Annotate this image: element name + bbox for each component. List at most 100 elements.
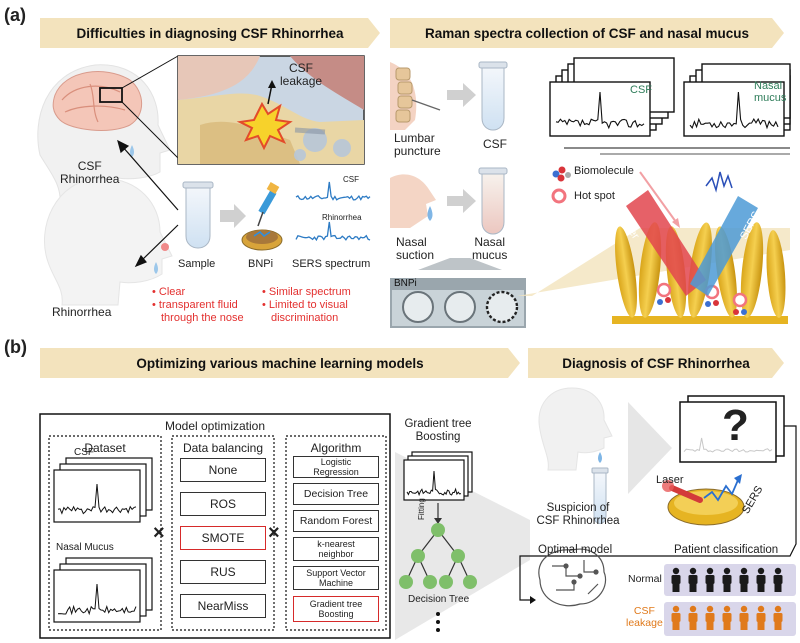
notes-left: • Clear • transparent fluid through the … — [152, 286, 244, 325]
algorithm-title: Algorithm — [310, 441, 362, 455]
person-icon — [689, 605, 697, 613]
person-icon — [689, 567, 697, 575]
csf-leakage-class-label: CSF leakage — [626, 605, 663, 629]
diagnosis-laser-label: Laser — [656, 474, 684, 486]
person-icon — [740, 622, 748, 630]
times-sign-2: × — [268, 522, 280, 544]
head-csf-illustration — [37, 55, 179, 206]
note-right-2: • Limited to visual — [262, 299, 348, 311]
legend-hotspot: Hot spot — [574, 190, 615, 202]
sample-tube — [182, 181, 214, 249]
dataset-nasal-label: Nasal Mucus — [56, 542, 114, 553]
sample-arrows — [117, 139, 179, 268]
times-sign-1: × — [153, 522, 165, 544]
person-icon — [705, 575, 715, 584]
csf-tube — [478, 61, 508, 131]
sample-label: Sample — [178, 258, 216, 270]
spectra-csf-label: CSF — [630, 84, 652, 96]
banner-optimizing: Optimizing various machine learning mode… — [136, 356, 424, 371]
person-icon — [773, 575, 783, 584]
unknown-question-mark: ? — [722, 401, 749, 450]
model-optimization-title: Model optimization — [164, 419, 266, 433]
person-icon — [723, 605, 731, 613]
decision-tree-label: Decision Tree — [408, 594, 470, 605]
algo-knn: k-nearest neighbor — [293, 537, 379, 561]
person-icon — [740, 605, 748, 613]
balancing-nearmiss: NearMiss — [180, 594, 266, 618]
person-icon — [774, 605, 782, 613]
sers-substrate — [612, 171, 788, 324]
person-icon — [706, 605, 714, 613]
decision-tree-diagram — [399, 503, 477, 632]
optimal-model-brain — [538, 548, 607, 607]
raman-spectra-stacks — [549, 57, 791, 155]
notes-right: • Similar spectrum • Limited to visual d… — [262, 286, 351, 325]
arrow-nasal — [447, 189, 476, 213]
panel-label-a: (a) — [4, 5, 26, 25]
nasal-mucus-tube — [478, 167, 508, 235]
bnpi-chip-photo — [390, 258, 526, 328]
person-icon — [722, 575, 732, 584]
csf-leakage-label: CSF leakage — [280, 61, 323, 89]
person-icon — [757, 622, 765, 630]
person-icon — [740, 567, 748, 575]
sers-legend — [551, 166, 571, 204]
spectra-nasal-label: Nasal mucus — [754, 80, 787, 105]
person-icon — [672, 605, 680, 613]
note-right-1: • Similar spectrum — [262, 286, 351, 298]
legend-biomolecule: Biomolecule — [574, 165, 634, 177]
person-icon — [740, 584, 748, 592]
lumbar-puncture-label: Lumbar puncture — [394, 131, 441, 159]
person-icon — [723, 622, 731, 630]
person-icon — [672, 622, 680, 630]
nasal-suction-illustration — [390, 174, 436, 228]
person-icon — [739, 613, 749, 622]
person-icon — [757, 567, 765, 575]
panel-label-b: (b) — [4, 337, 27, 357]
banner-shapes — [40, 18, 784, 378]
person-icon — [773, 613, 783, 622]
algo-random-forest: Random Forest — [293, 510, 379, 532]
banner-difficulties: Difficulties in diagnosing CSF Rhinorrhe… — [76, 26, 344, 41]
nasal-suction-label: Nasal suction — [396, 235, 435, 263]
dataset-spectra — [53, 457, 153, 623]
data-balancing-title: Data balancing — [182, 441, 264, 455]
gtb-title: Gradient tree Boosting — [404, 418, 472, 443]
gtb-spectra — [403, 451, 473, 501]
person-icon — [672, 584, 680, 592]
algo-gradient-tree-boosting: Gradient tree Boosting — [293, 596, 379, 622]
fitting-label: Fitting — [417, 498, 426, 520]
balancing-ros: ROS — [180, 492, 266, 516]
bnpi-chip-label: BNPi — [394, 278, 417, 289]
patient-groups — [664, 564, 796, 636]
algo-logistic-regression: Logistic Regression — [293, 456, 379, 478]
person-icon — [706, 567, 714, 575]
balancing-smote: SMOTE — [180, 526, 266, 550]
person-icon — [671, 613, 681, 622]
note-left-1: • Clear — [152, 286, 186, 298]
person-icon — [757, 584, 765, 592]
leakage-inset — [177, 55, 365, 165]
note-left-3: through the nose — [161, 312, 244, 324]
diagnosis-illustration — [519, 387, 797, 604]
person-icon — [756, 613, 766, 622]
spectrum-csf-label: CSF — [343, 175, 359, 184]
rhinorrhea-label: Rhinorrhea — [52, 305, 112, 319]
head-rhinorrhea-illustration — [44, 177, 173, 306]
arrow-lumbar — [447, 83, 476, 107]
sers-spectrum-label: SERS spectrum — [292, 258, 371, 270]
algo-decision-tree: Decision Tree — [293, 483, 379, 505]
person-icon — [706, 584, 714, 592]
person-icon — [723, 584, 731, 592]
person-icon — [705, 613, 715, 622]
banner-raman: Raman spectra collection of CSF and nasa… — [424, 26, 750, 41]
bnpi-label: BNPi — [248, 258, 274, 270]
person-icon — [671, 575, 681, 584]
algo-svm: Support Vector Machine — [293, 566, 379, 590]
lumbar-puncture-illustration — [390, 62, 441, 130]
normal-label: Normal — [628, 573, 662, 585]
suspicion-label: Suspicion of CSF Rhinorrhea — [536, 502, 620, 527]
person-icon — [774, 567, 782, 575]
nasal-mucus-tube-label: Nasal mucus — [472, 235, 508, 263]
